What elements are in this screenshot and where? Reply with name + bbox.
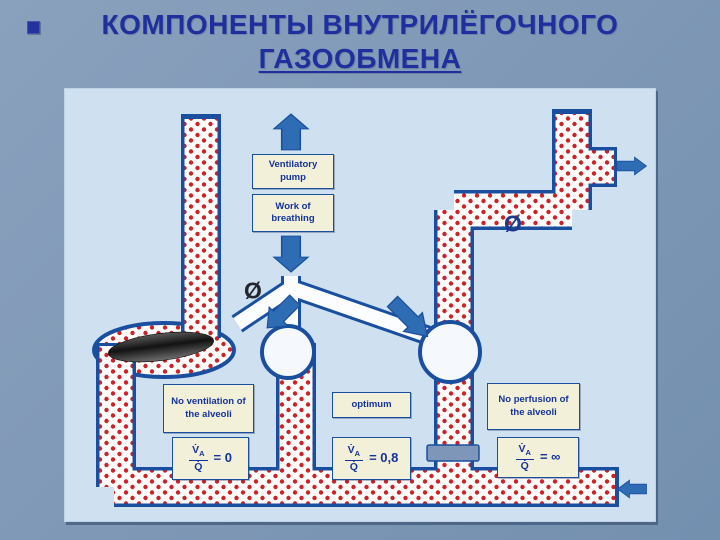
label-text: No perfusion of the alveoli (498, 394, 569, 418)
label-no-perfusion: No perfusion of the alveoli (487, 383, 580, 430)
v-dot: V̇ (518, 443, 526, 456)
q-dot: Q̇ (349, 460, 358, 473)
arrow-blood-exit-top (617, 156, 648, 176)
arrow-up-ventilation (272, 113, 310, 151)
page-title: КОМПОНЕНТЫ ВНУТРИЛЁГОЧНОГО ГАЗООБМЕНА (0, 8, 720, 75)
ratio-box-optimum: V̇A Q̇ = 0,8 (332, 437, 411, 480)
page-title-line2: ГАЗООБМЕНА (258, 42, 462, 74)
label-optimum: optimum (332, 392, 411, 418)
airway-blocked-symbol: Ø (244, 277, 262, 304)
v-subscript: A (199, 449, 205, 459)
label-no-ventilation: No ventilation of the alveoli (163, 384, 254, 433)
vq-fraction: V̇A Q̇ (515, 443, 534, 472)
q-dot: Q̇ (520, 459, 529, 472)
vq-value: = 0,8 (369, 450, 399, 466)
ratio-box-shunt: V̇A Q̇ = 0 (172, 437, 249, 480)
pump-box-line2: pump (280, 171, 306, 183)
vq-value: = 0 (213, 450, 232, 466)
vq-formula: V̇A Q̇ = 0,8 (344, 444, 399, 473)
v-subscript: A (354, 449, 361, 459)
vessel-blocked-symbol: Ø (504, 210, 522, 237)
vq-fraction: V̇A Q̇ (189, 444, 208, 473)
vq-value: = ∞ (539, 449, 561, 465)
work-of-breathing-box: Work of breathing (252, 194, 334, 232)
vq-fraction: V̇A Q̇ (344, 444, 364, 473)
v-dot: V̇ (192, 444, 200, 457)
label-text: optimum (351, 398, 392, 410)
flow-arrows (266, 113, 648, 499)
vq-formula: V̇A Q̇ = 0 (189, 444, 232, 473)
v-dot: V̇ (347, 444, 355, 457)
ratio-box-deadspace: V̇A Q̇ = ∞ (497, 437, 579, 478)
diagram-panel: Ø Ø Ventilatory pump Work of breathing N… (64, 88, 656, 522)
arrow-down-airflow (272, 235, 310, 273)
breathing-box-line1: Work of (275, 200, 311, 212)
label-text: No ventilation of the alveoli (171, 396, 246, 420)
alveolus-right (418, 320, 482, 384)
gas-exchange-diagram (92, 109, 648, 507)
arrow-branch-left (266, 294, 301, 329)
v-subscript: A (525, 448, 531, 458)
shunt-blob (108, 331, 214, 363)
breathing-box-line2: breathing (271, 213, 315, 224)
arrow-blood-exit-bottom (616, 479, 647, 499)
perfusion-clamp (426, 444, 480, 462)
pump-box-line1: Ventilatory (268, 159, 318, 171)
arrow-branch-right (386, 295, 429, 338)
q-dot: Q̇ (194, 460, 203, 473)
alveolus-middle (260, 324, 316, 380)
ventilatory-pump-box: Ventilatory pump (252, 154, 334, 189)
title-bullet-square (27, 21, 40, 34)
page-title-line1: КОМПОНЕНТЫ ВНУТРИЛЁГОЧНОГО (101, 9, 619, 40)
vq-formula: V̇A Q̇ = ∞ (515, 443, 561, 472)
